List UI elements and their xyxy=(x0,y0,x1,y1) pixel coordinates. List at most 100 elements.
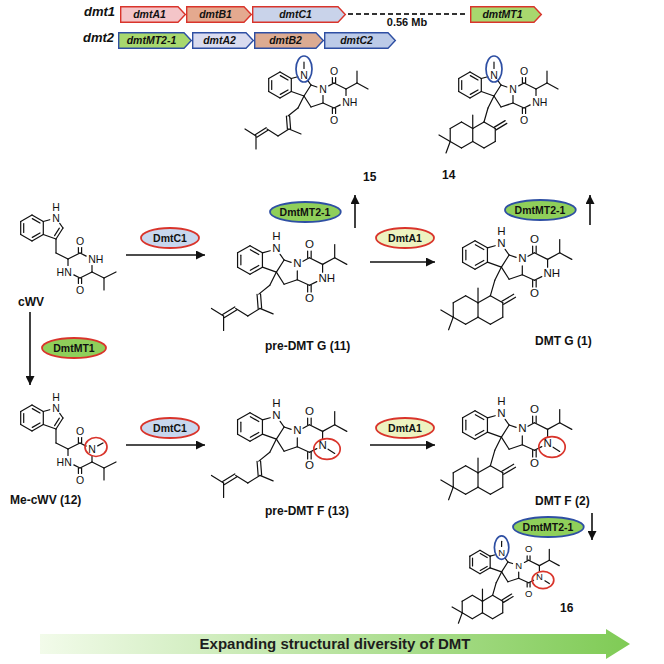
bond-line xyxy=(56,443,68,449)
bond-line xyxy=(482,589,483,601)
bond-line xyxy=(98,443,103,446)
bond-line xyxy=(446,142,450,154)
bond-line xyxy=(501,425,509,437)
bond-line xyxy=(453,473,454,487)
bond-line xyxy=(323,425,335,432)
enzyme-oval: DmtA1 xyxy=(375,227,435,249)
bond-line xyxy=(503,597,513,603)
bond-line xyxy=(450,129,451,142)
bond-line xyxy=(490,280,494,295)
gene-name: dmtB1 xyxy=(199,8,232,20)
bond-line xyxy=(260,308,273,314)
bond-line xyxy=(490,568,501,572)
atom-label: NH xyxy=(543,268,560,280)
bond-line xyxy=(307,452,308,459)
atom-label: H xyxy=(497,226,505,238)
enzyme-oval: DmtC1 xyxy=(140,227,200,249)
atom-label: O xyxy=(525,545,532,555)
bond-line xyxy=(453,466,465,473)
bond-line xyxy=(298,96,304,108)
bond-line xyxy=(487,416,495,418)
atom-label: N xyxy=(518,424,526,436)
bond-line xyxy=(453,487,465,494)
cluster-name: dmt1 xyxy=(84,5,115,18)
atom-label: N xyxy=(293,426,301,438)
bond-line xyxy=(238,434,250,441)
gene-name: dmtC2 xyxy=(340,34,373,46)
bond-line xyxy=(328,449,335,453)
enzyme-name: DmtMT2-1 xyxy=(523,521,574,533)
bond-line xyxy=(238,246,250,253)
distance-label: 0.56 Mb xyxy=(387,17,427,28)
atom-label: H xyxy=(497,396,505,408)
bond-line xyxy=(475,411,487,418)
bond-line xyxy=(439,135,450,142)
compound-label: 15 xyxy=(363,171,376,185)
bond-line xyxy=(78,468,79,474)
bond-line xyxy=(529,556,530,560)
bond-line xyxy=(466,296,478,303)
bond-line xyxy=(482,595,492,601)
bond-line xyxy=(482,613,492,619)
bond-line xyxy=(67,449,68,456)
bond-line xyxy=(466,317,478,324)
compound-label: pre-DMT G (11) xyxy=(265,340,350,354)
atom-label: N xyxy=(272,410,280,422)
enzyme-name: DmtMT1 xyxy=(53,342,94,354)
bond-line xyxy=(311,285,312,292)
bond-line xyxy=(56,253,68,259)
bond-line xyxy=(449,487,454,500)
bond-line xyxy=(513,103,524,108)
bond-line xyxy=(223,483,224,497)
bond-line xyxy=(549,549,550,560)
bond-line xyxy=(487,246,495,248)
atom-label: O xyxy=(530,458,539,470)
bond-line xyxy=(32,425,43,432)
bond-line xyxy=(284,280,297,284)
bond-line xyxy=(450,122,461,129)
molecule xyxy=(245,56,368,149)
bond-line xyxy=(286,116,287,129)
atom-label: O xyxy=(305,460,314,472)
gene-arrow-shape xyxy=(121,7,186,23)
atom-label: N xyxy=(518,254,526,266)
bond-line xyxy=(495,437,502,450)
atom-label: N xyxy=(543,438,551,450)
bond-line xyxy=(270,272,277,285)
enzyme-name: DmtC1 xyxy=(153,232,187,244)
enzyme-name: DmtA1 xyxy=(388,422,422,434)
atom-label: H xyxy=(52,202,60,213)
bond-line xyxy=(345,89,346,96)
bond-line xyxy=(462,595,472,601)
bond-line xyxy=(335,425,347,432)
bond-line xyxy=(43,410,49,412)
bond-line xyxy=(494,85,501,96)
bond-line xyxy=(276,439,284,451)
bond-line xyxy=(55,418,60,425)
bond-line xyxy=(225,310,237,318)
atom-label: HN xyxy=(57,457,72,468)
bond-line xyxy=(80,272,92,278)
bond-line xyxy=(512,96,513,104)
compound: pre-DMT F (13) xyxy=(205,395,370,520)
bond-line xyxy=(43,412,44,425)
bond-line xyxy=(329,83,334,86)
bond-line xyxy=(501,85,507,87)
bond-line xyxy=(472,129,473,142)
bond-line xyxy=(236,475,248,483)
gene-arrow: dmtC1 xyxy=(252,6,346,23)
bond-line xyxy=(493,595,503,601)
bond-line xyxy=(470,72,481,79)
bond-line xyxy=(323,103,334,108)
bond-line xyxy=(441,480,453,487)
trend-arrow-shape xyxy=(40,629,630,659)
reaction-arrow xyxy=(589,195,591,225)
methyl-highlight xyxy=(494,536,508,559)
bond-line xyxy=(309,425,322,432)
bond-line xyxy=(524,83,536,89)
bond-line xyxy=(91,266,92,273)
bond-line xyxy=(532,416,533,423)
bond-line xyxy=(223,307,235,315)
bond-line xyxy=(250,413,262,420)
molecule xyxy=(441,410,572,500)
